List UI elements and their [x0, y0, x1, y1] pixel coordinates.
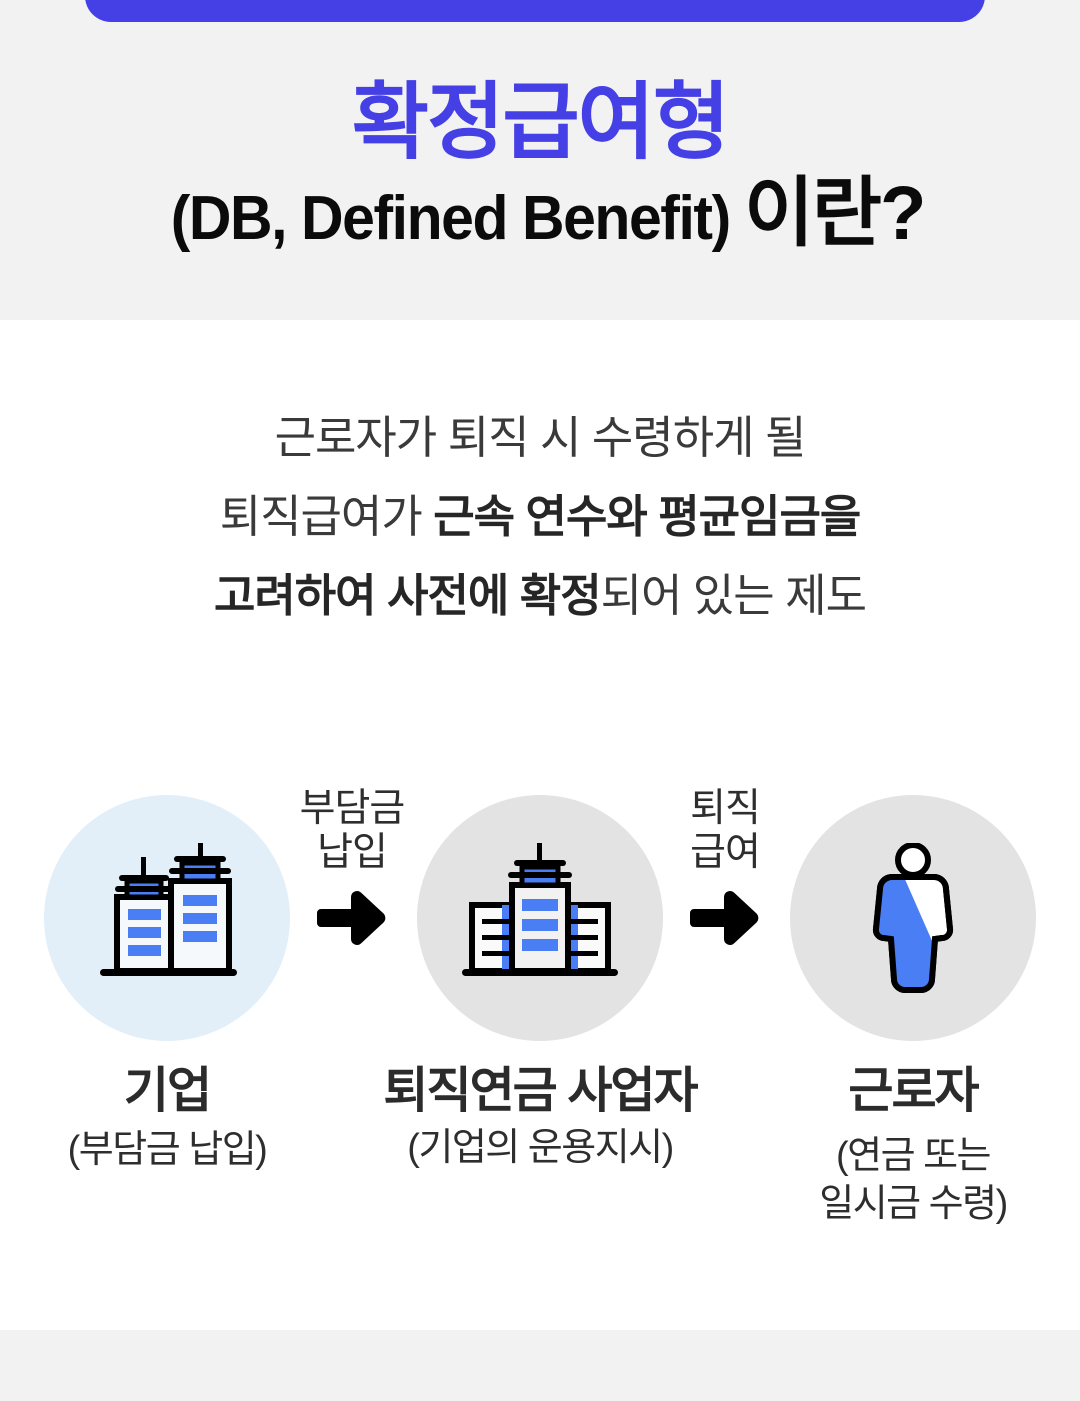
arrow-right-icon: [650, 891, 800, 945]
description-line-3-bold: 고려하여 사전에 확정: [213, 570, 602, 621]
description-line-2-bold: 근속 연수와 평균임금을: [433, 491, 861, 542]
top-accent-bar: [85, 0, 985, 22]
connector-label-line-2: 급여: [690, 831, 761, 874]
flow-connector-benefit: 퇴직 급여: [650, 787, 800, 945]
flow-connector-contribution: 부담금 납입: [277, 787, 427, 945]
flow-captions: 기업 (부담금 납입) 퇴직연금 사업자 (기업의 운용지시) 근로자 (연금 …: [0, 1062, 1080, 1302]
title-highlight: 확정급여형: [351, 75, 730, 169]
caption-company: 기업 (부담금 납입): [0, 1062, 337, 1174]
title-english: (DB, Defined Benefit): [170, 184, 730, 253]
flow-node-worker: [790, 795, 1036, 1041]
caption-worker: 근로자 (연금 또는 일시금 수령): [743, 1062, 1080, 1228]
caption-subtitle-line-2: 일시금 수령): [819, 1183, 1008, 1225]
flow-diagram: 부담금 납입: [0, 787, 1080, 1055]
title-suffix: 이란?: [744, 171, 926, 256]
person-icon: [858, 843, 968, 993]
page-title: 확정급여형 (DB, Defined Benefit)이란?: [0, 74, 1080, 265]
caption-subtitle: (기업의 운용지시): [407, 1127, 674, 1169]
caption-provider: 퇴직연금 사업자 (기업의 운용지시): [370, 1062, 710, 1172]
caption-title: 퇴직연금 사업자: [383, 1064, 698, 1118]
description-line-3-plain: 되어 있는 제도: [600, 570, 867, 621]
footer-band: [0, 1330, 1080, 1401]
connector-label-line-2: 납입: [317, 831, 388, 874]
caption-title: 근로자: [848, 1064, 979, 1118]
header-band: 확정급여형 (DB, Defined Benefit)이란?: [0, 0, 1080, 320]
flow-node-provider: [417, 795, 663, 1041]
two-buildings-icon: [87, 843, 247, 993]
description-line-3: 고려하여 사전에 확정되어 있는 제도: [0, 556, 1080, 635]
description-line-2-plain: 퇴직급여가: [219, 491, 434, 542]
connector-label-line-1: 퇴직: [690, 787, 761, 830]
description-line-1: 근로자가 퇴직 시 수령하게 될: [274, 412, 807, 463]
caption-title: 기업: [123, 1064, 212, 1118]
corporate-building-icon: [460, 843, 620, 993]
description-line-2: 퇴직급여가 근속 연수와 평균임금을: [0, 477, 1080, 556]
connector-label-line-1: 부담금: [299, 787, 406, 830]
title-second-line: (DB, Defined Benefit)이란?: [0, 168, 1080, 265]
caption-subtitle: (부담금 납입): [67, 1129, 268, 1171]
flow-node-company: [44, 795, 290, 1041]
caption-subtitle-line-1: (연금 또는: [835, 1135, 992, 1177]
arrow-right-icon: [277, 891, 427, 945]
description-block: 근로자가 퇴직 시 수령하게 될 퇴직급여가 근속 연수와 평균임금을 고려하여…: [0, 398, 1080, 635]
